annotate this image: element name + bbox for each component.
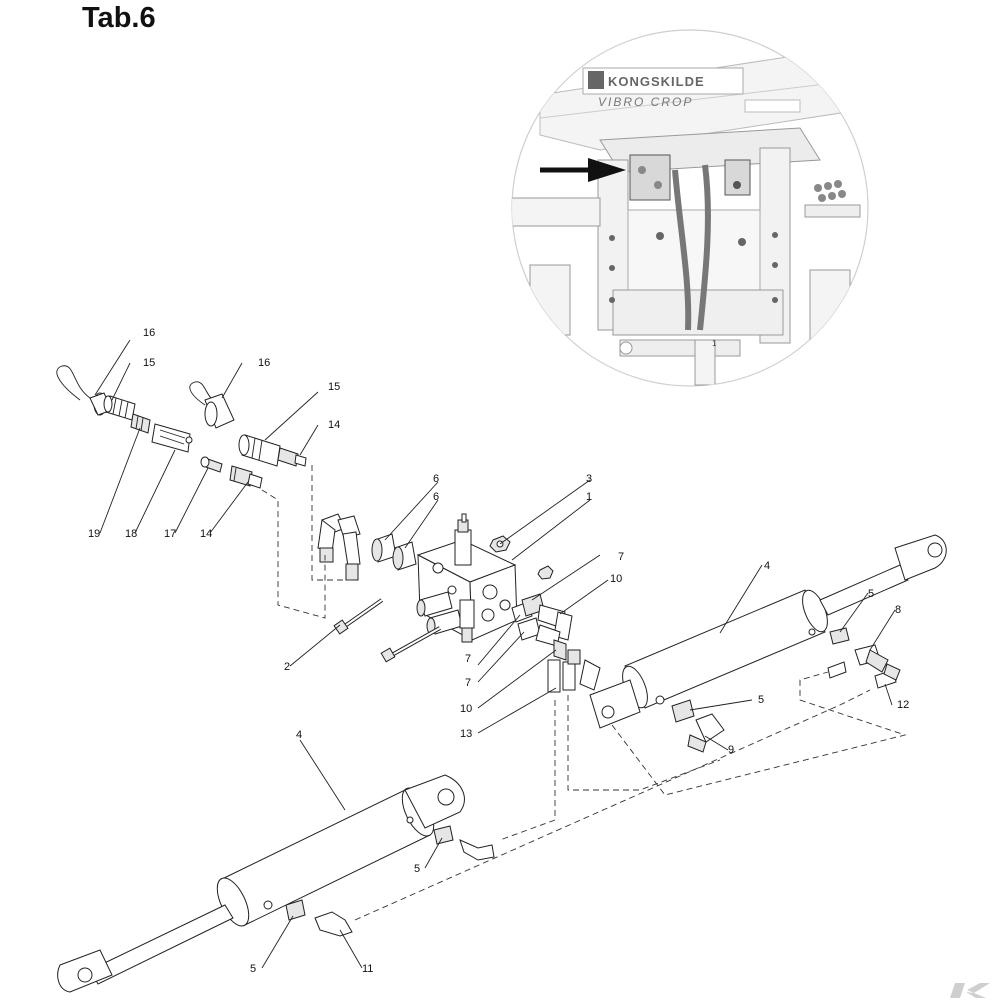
callout-labels: 16 15 16 15 14 19 18 17 14 6 6 3 1 7 10 …: [88, 327, 909, 975]
kongskilde-logo-icon: [588, 71, 604, 89]
callout-4: 4: [764, 560, 770, 572]
part-5-fittings: [285, 627, 850, 921]
part-19-nut: [130, 413, 151, 434]
callout-16: 16: [143, 327, 155, 339]
callout-2: 2: [284, 661, 290, 673]
part-17-nipple: [200, 456, 223, 473]
callout-15: 15: [143, 357, 155, 369]
part-12-fittings: [827, 661, 901, 689]
part-2-bolts: [333, 598, 441, 663]
callout-17: 17: [164, 528, 176, 540]
brand-text: KONGSKILDE: [608, 74, 705, 89]
callout-10: 10: [460, 703, 472, 715]
part-13-adapters: [547, 649, 601, 693]
page-title: Tab.6: [82, 2, 156, 34]
elbow-fitting-right: [337, 515, 361, 581]
arrow-right-icon: [540, 158, 626, 182]
part-15-coupling-right: [238, 434, 281, 467]
callout-6: 6: [433, 491, 439, 503]
callout-4: 4: [296, 729, 302, 741]
callout-15: 15: [328, 381, 340, 393]
part-14-adapter-lower: [229, 465, 263, 489]
part-16-dust-cap-left: [56, 365, 113, 416]
callout-18: 18: [125, 528, 137, 540]
hose-routing-lines: [261, 465, 907, 921]
callout-5: 5: [868, 588, 874, 600]
part-8-elbow: [854, 644, 889, 673]
kongskilde-k-logo-icon: [950, 983, 990, 998]
hose-adapters-left-cylinder: [314, 839, 495, 937]
callout-14: 14: [200, 528, 212, 540]
callout-19: 19: [88, 528, 100, 540]
callout-3: 3: [586, 473, 592, 485]
part-16-dust-cap-right: [189, 381, 235, 429]
callout-9: 9: [728, 744, 734, 756]
part-9-elbow: [687, 713, 725, 753]
callout-7: 7: [465, 653, 471, 665]
callout-7: 7: [618, 551, 624, 563]
callout-13: 13: [460, 728, 472, 740]
part-4-cylinder-left: [57, 774, 465, 993]
callout-5: 5: [250, 963, 256, 975]
callout-1: 1: [586, 491, 592, 503]
callout-10: 10: [610, 573, 622, 585]
part-7-fittings: [511, 593, 545, 641]
part-15-coupling-left: [103, 395, 136, 421]
part-1-valve-block: [416, 513, 518, 643]
part-10-tee-fittings: [535, 604, 573, 661]
elbow-fitting-left: [317, 513, 346, 563]
inset-marker-label: 1: [712, 339, 717, 348]
model-text: VIBRO CROP: [598, 95, 693, 109]
inset-detail-view: KONGSKILDE VIBRO CROP: [511, 29, 869, 387]
callout-16: 16: [258, 357, 270, 369]
part-18-breakaway: [151, 423, 193, 453]
callout-5: 5: [414, 863, 420, 875]
callout-6: 6: [433, 473, 439, 485]
part-14-adapter-upper: [277, 447, 307, 467]
callout-11: 11: [362, 963, 373, 975]
callout-14: 14: [328, 419, 340, 431]
part-6-fittings: [371, 533, 417, 571]
callout-12: 12: [897, 699, 909, 711]
part-4-cylinder-right: [589, 534, 947, 729]
callout-7: 7: [465, 677, 471, 689]
callout-5: 5: [758, 694, 764, 706]
brand-plate: KONGSKILDE VIBRO CROP: [582, 67, 801, 113]
leader-lines: [94, 339, 896, 969]
callout-8: 8: [895, 604, 901, 616]
